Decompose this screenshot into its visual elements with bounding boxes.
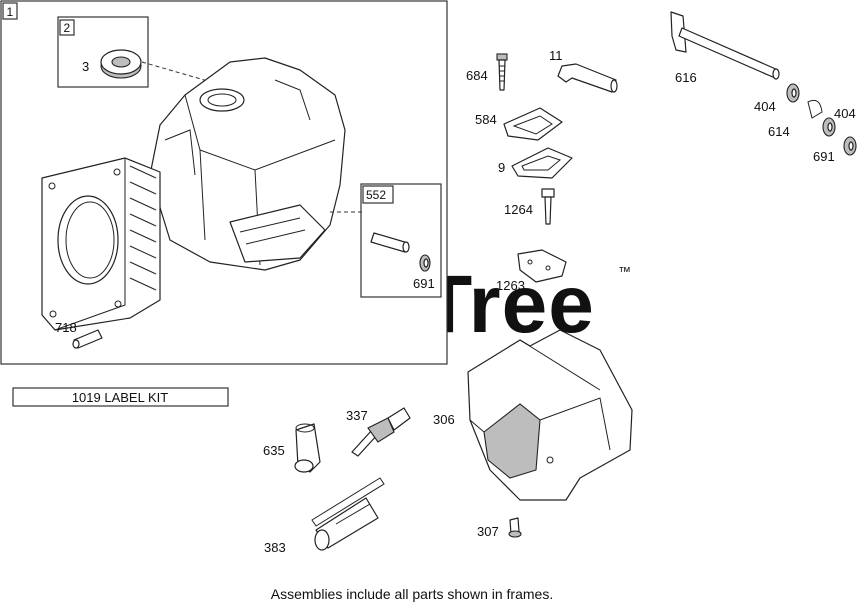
callout-684: 684: [466, 68, 488, 83]
spark-plug-wrench-part: [311, 477, 385, 551]
washer-part-404-right: [822, 117, 836, 137]
screw-part-307: [508, 517, 522, 538]
washer-part-691-right: [843, 136, 857, 156]
callout-9: 9: [498, 160, 505, 175]
label-kit-box: [12, 387, 229, 407]
callout-691-frame: 691: [413, 276, 435, 291]
breather-tube-part: [557, 63, 618, 93]
callout-11: 11: [549, 48, 563, 63]
dowel-pin-part: [72, 329, 103, 349]
washer-part-691-frame: [419, 254, 431, 272]
bolt-part-684: [496, 53, 508, 91]
breather-body-part: [503, 107, 563, 141]
footer-note: Assemblies include all parts shown in fr…: [271, 586, 553, 602]
spark-plug-part: [351, 407, 411, 457]
callout-1264: 1264: [504, 202, 533, 217]
plate-part: [517, 249, 567, 283]
label-kit-text: 1019 LABEL KIT: [72, 390, 168, 405]
engine-cylinder-block: [41, 57, 346, 331]
frame-seal-number: 2: [64, 21, 71, 35]
callout-404-right: 404: [834, 106, 856, 121]
pin-part: [370, 232, 410, 253]
callout-404-left: 404: [754, 99, 776, 114]
callout-635: 635: [263, 443, 285, 458]
callout-691-right: 691: [813, 149, 835, 164]
watermark-trademark: ™: [618, 264, 631, 279]
callout-616: 616: [675, 70, 697, 85]
frame-main-number: 1: [7, 5, 14, 19]
bolt-part-1264: [541, 188, 555, 225]
gasket-part: [511, 147, 573, 179]
frame-kit-number-box: [362, 185, 394, 204]
callout-1263: 1263: [496, 278, 525, 293]
callout-337: 337: [346, 408, 368, 423]
frame-seal-number-box: [59, 19, 75, 36]
oil-seal-part: [100, 49, 142, 79]
callout-306: 306: [433, 412, 455, 427]
spark-plug-boot-part: [294, 423, 321, 473]
frame-kit-number: 552: [366, 188, 386, 202]
callout-3: 3: [82, 59, 89, 74]
callout-383: 383: [264, 540, 286, 555]
air-shroud-part: [467, 329, 633, 501]
hitch-pin-part: [807, 99, 823, 119]
callout-584: 584: [475, 112, 497, 127]
callout-307: 307: [477, 524, 499, 539]
washer-part-404-top: [786, 83, 800, 103]
callout-614: 614: [768, 124, 790, 139]
callout-718: 718: [55, 320, 77, 335]
frame-main-number-box: [2, 2, 18, 20]
governor-shaft-part: [670, 11, 780, 80]
